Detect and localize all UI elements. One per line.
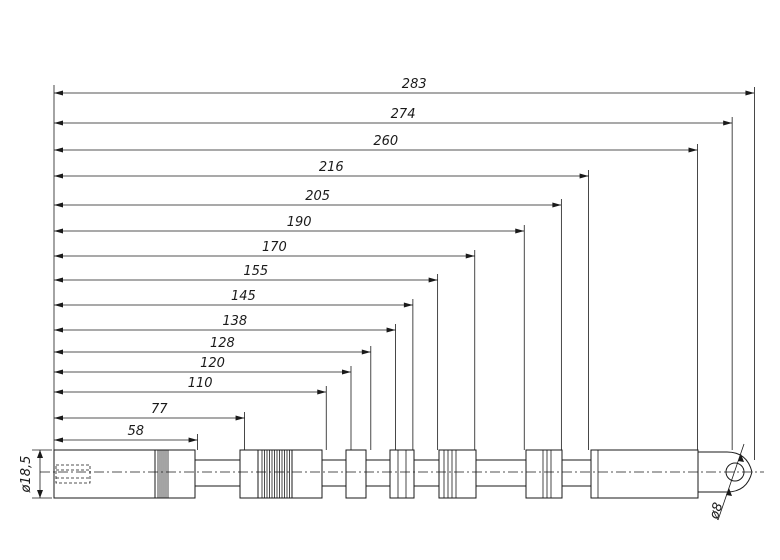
dimension-77: 77 <box>54 402 245 450</box>
dimension-128: 128 <box>54 336 372 450</box>
dimension-label: 77 <box>151 402 168 417</box>
collar-2 <box>345 449 367 499</box>
dimension-138: 138 <box>54 314 396 450</box>
arrowhead-right <box>745 90 755 96</box>
arrowhead-left <box>54 437 63 443</box>
dimension-label: 155 <box>243 264 268 279</box>
dimension-label: 145 <box>231 289 256 304</box>
dimension-170: 170 <box>54 240 476 450</box>
dimension-216: 216 <box>54 160 589 450</box>
end-section <box>590 449 699 499</box>
dimension-label: 128 <box>210 336 235 351</box>
diameter-label-hole: ø8 <box>707 501 727 522</box>
dimension-190: 190 <box>54 215 525 450</box>
diameter-label-shaft: ø18,5 <box>19 456 34 494</box>
arrowhead-right <box>188 437 198 443</box>
arrowhead-left <box>54 147 63 153</box>
arrowhead-right <box>235 415 245 421</box>
arrowhead-right <box>552 202 562 208</box>
dimension-label: 110 <box>188 376 213 391</box>
arrowhead-left <box>54 277 63 283</box>
collar-4 <box>438 449 477 499</box>
dimension-label: 274 <box>391 107 416 122</box>
dimension-label: 138 <box>222 314 247 329</box>
dimension-145: 145 <box>54 289 414 450</box>
dimension-155: 155 <box>54 264 439 450</box>
arrowhead-right <box>317 389 327 395</box>
arrowhead-right <box>361 349 371 355</box>
arrowhead-right <box>515 228 525 234</box>
arrowhead-right <box>688 147 698 153</box>
dimension-260: 260 <box>54 134 698 450</box>
arrowhead-left <box>54 415 63 421</box>
threaded-bore <box>55 464 91 484</box>
arrowhead-right <box>386 327 396 333</box>
arrowhead-left <box>54 120 63 126</box>
knurl-band-1 <box>154 449 196 499</box>
knurl-lines <box>157 450 290 498</box>
arrowhead-left <box>54 389 63 395</box>
dimension-label: 190 <box>287 215 312 230</box>
arrowhead-left <box>54 302 63 308</box>
shaft-part <box>53 449 753 499</box>
dimension-label: 205 <box>305 189 330 204</box>
collar-3 <box>389 449 415 499</box>
arrowhead-left <box>54 228 63 234</box>
arrowhead-left <box>54 369 63 375</box>
arrowhead-right <box>428 277 438 283</box>
diameter-dimension-shaft: ø18,5 <box>19 449 52 499</box>
dimension-label: 120 <box>200 356 225 371</box>
arrowhead-left <box>54 90 63 96</box>
dimension-label: 170 <box>262 240 287 255</box>
arrowhead-right <box>465 253 475 259</box>
arrowhead-left <box>54 349 63 355</box>
knurl-band-2 <box>257 449 293 499</box>
arrowhead-left <box>54 327 63 333</box>
arrowhead-left <box>54 253 63 259</box>
dimension-205: 205 <box>54 189 562 450</box>
arrowhead-left <box>54 202 63 208</box>
dimension-120: 120 <box>54 356 352 450</box>
dimension-283: 283 <box>54 77 755 460</box>
arrowhead-right <box>579 173 589 179</box>
dimension-label: 216 <box>319 160 344 175</box>
collar-5 <box>525 449 563 499</box>
dimension-274: 274 <box>54 107 733 450</box>
dimension-110: 110 <box>54 376 327 450</box>
dimension-label: 58 <box>128 424 145 439</box>
diameter-dimension-hole: ø8 <box>707 443 745 522</box>
dimension-label: 283 <box>402 77 427 92</box>
arrowhead-right <box>403 302 413 308</box>
arrowhead-left <box>54 173 63 179</box>
arrowhead-right <box>342 369 351 375</box>
dimension-label: 260 <box>373 134 398 149</box>
dimension-58: 58 <box>54 424 198 450</box>
arrowhead-right <box>723 120 733 126</box>
